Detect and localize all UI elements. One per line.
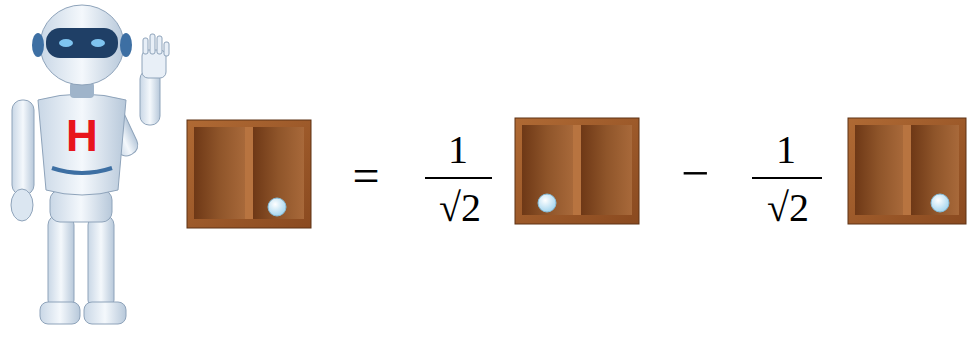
equals-sign: = [352, 152, 379, 200]
numerator: 1 [448, 130, 468, 170]
chest-letter: H [66, 114, 98, 158]
numerator: 1 [776, 130, 796, 170]
denominator: √2 [439, 188, 481, 228]
denominator: √2 [767, 188, 809, 228]
cabinet [848, 118, 966, 224]
cabinet [515, 118, 639, 224]
cabinet [187, 120, 311, 228]
fraction-bar [752, 177, 822, 179]
robot [11, 5, 169, 324]
fraction-bar [425, 177, 492, 179]
minus-sign: − [681, 148, 709, 198]
